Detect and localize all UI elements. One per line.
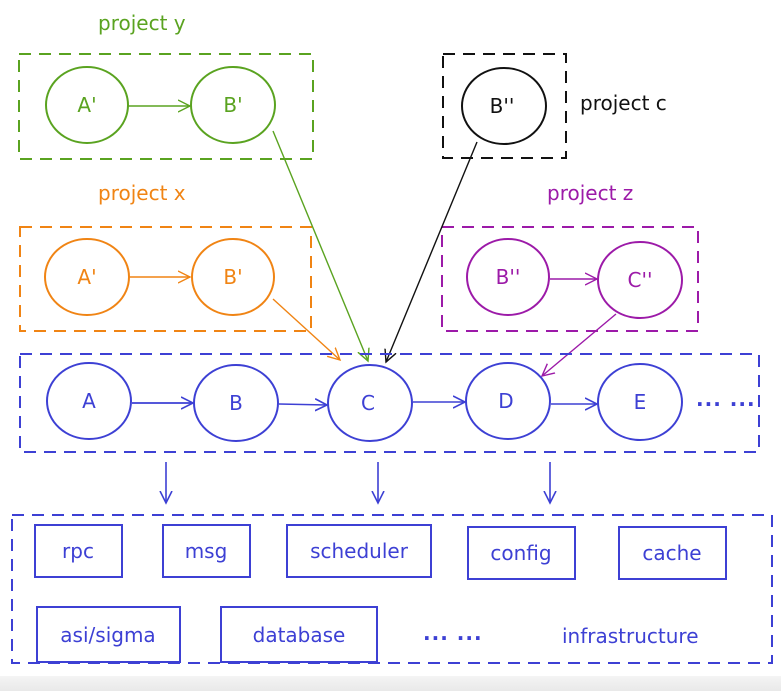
project-c-boundary <box>442 53 567 159</box>
component-scheduler[interactable]: scheduler <box>286 524 432 578</box>
node-label: B <box>229 391 243 415</box>
component-cache[interactable]: cache <box>618 526 727 580</box>
node-label: E <box>634 390 647 414</box>
node-b[interactable]: B <box>193 364 279 442</box>
component-label: rpc <box>62 539 94 563</box>
node-project-x-b[interactable]: B' <box>191 238 275 316</box>
project-y-boundary <box>18 53 314 160</box>
node-project-x-a[interactable]: A' <box>44 238 130 316</box>
node-a[interactable]: A <box>46 362 132 440</box>
infrastructure-label: infrastructure <box>562 624 699 648</box>
node-project-z-b[interactable]: B'' <box>466 238 550 316</box>
node-d[interactable]: D <box>465 362 551 440</box>
component-label: config <box>490 541 551 565</box>
group-main-chain: A B C D E ... ... <box>19 353 760 453</box>
edge-z-c-to-d <box>542 313 617 376</box>
node-label: C'' <box>628 268 653 292</box>
component-label: asi/sigma <box>60 623 155 647</box>
main-chain-ellipsis: ... ... <box>696 387 756 411</box>
edge-b-to-c <box>278 404 327 405</box>
project-y-label: project y <box>98 11 186 35</box>
infrastructure-boundary <box>11 514 773 664</box>
node-project-y-b[interactable]: B' <box>190 66 276 144</box>
component-rpc[interactable]: rpc <box>34 524 123 578</box>
component-label: cache <box>642 541 701 565</box>
group-project-y: project y A' B' <box>18 11 314 160</box>
component-label: msg <box>185 539 228 563</box>
node-c[interactable]: C <box>327 364 413 442</box>
bottom-edge-shadow <box>0 676 781 691</box>
edge-main-to-infra <box>166 462 550 503</box>
node-label: A <box>82 389 96 413</box>
component-asi-sigma[interactable]: asi/sigma <box>36 606 181 663</box>
group-project-c: B'' project c <box>442 53 667 159</box>
project-x-label: project x <box>98 181 186 205</box>
group-infrastructure: rpc msg scheduler config cache asi/sigma… <box>11 514 773 664</box>
node-label: A' <box>77 93 96 117</box>
node-label: B' <box>223 265 242 289</box>
node-label: A' <box>77 265 96 289</box>
node-label: C <box>361 391 375 415</box>
project-z-boundary <box>441 226 699 332</box>
group-project-x: project x A' B' <box>19 181 312 332</box>
infrastructure-ellipsis: ... ... <box>423 621 483 645</box>
component-database[interactable]: database <box>220 606 378 663</box>
component-config[interactable]: config <box>467 526 576 580</box>
node-project-z-c[interactable]: C'' <box>597 241 683 319</box>
edge-c-b-to-c <box>386 141 478 362</box>
project-x-boundary <box>19 226 312 332</box>
node-label: B'' <box>490 94 515 118</box>
group-project-z: project z B'' C'' <box>441 181 699 332</box>
node-e[interactable]: E <box>597 363 683 441</box>
main-chain-boundary <box>19 353 760 453</box>
component-msg[interactable]: msg <box>162 524 251 578</box>
component-label: scheduler <box>310 539 409 563</box>
node-project-y-a[interactable]: A' <box>45 66 129 144</box>
edge-y-b-to-c <box>272 130 368 361</box>
node-label: B'' <box>496 265 521 289</box>
node-label: B' <box>223 93 242 117</box>
node-project-c-b[interactable]: B'' <box>461 67 547 145</box>
node-label: D <box>498 389 513 413</box>
edge-x-b-to-c <box>272 298 340 360</box>
component-label: database <box>253 623 346 647</box>
project-c-label: project c <box>580 91 667 115</box>
project-z-label: project z <box>547 181 633 205</box>
